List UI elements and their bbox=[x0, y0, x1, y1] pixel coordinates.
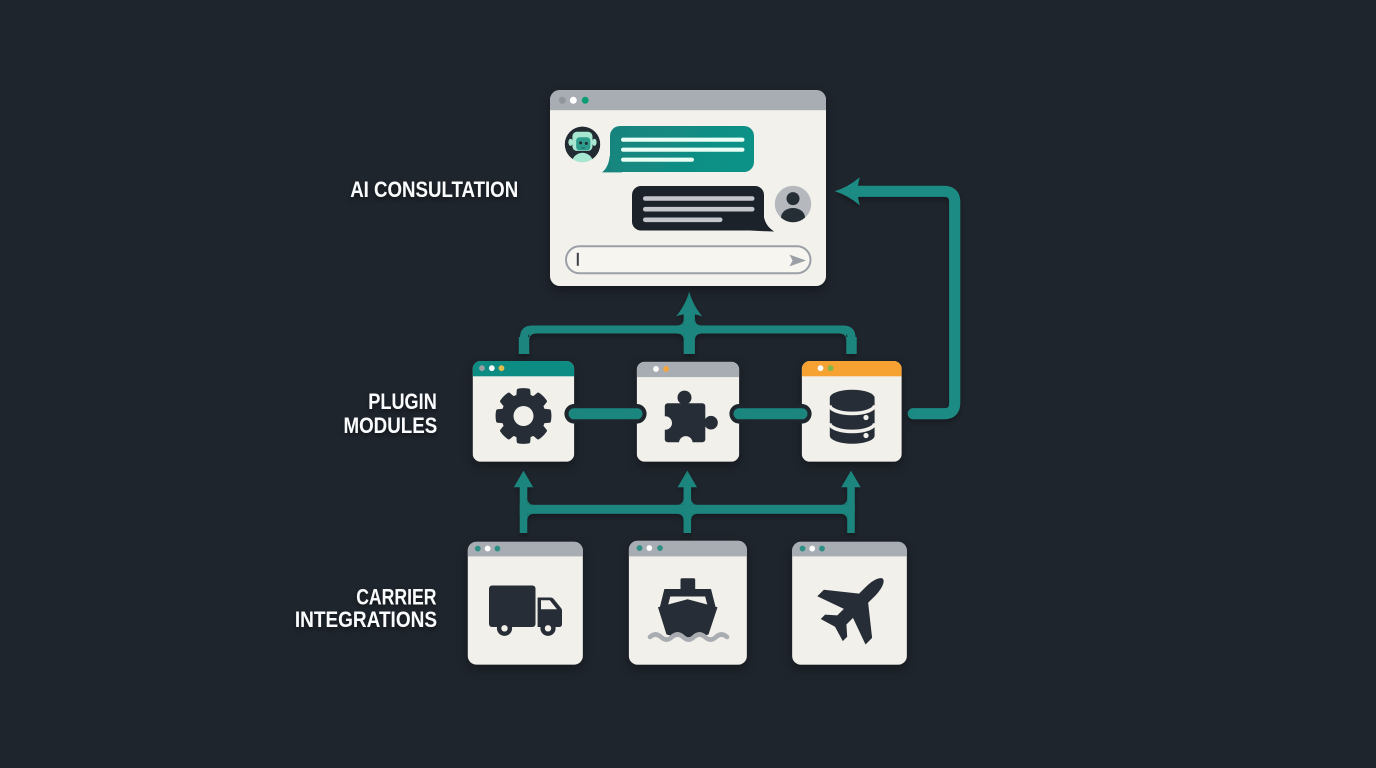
svg-text:INTEGRATIONS: INTEGRATIONS bbox=[295, 607, 437, 632]
svg-text:PLUGIN: PLUGIN bbox=[368, 389, 437, 414]
svg-text:AI CONSULTATION: AI CONSULTATION bbox=[350, 177, 518, 202]
svg-text:MODULES: MODULES bbox=[344, 413, 438, 438]
svg-text:CARRIER: CARRIER bbox=[356, 584, 436, 609]
